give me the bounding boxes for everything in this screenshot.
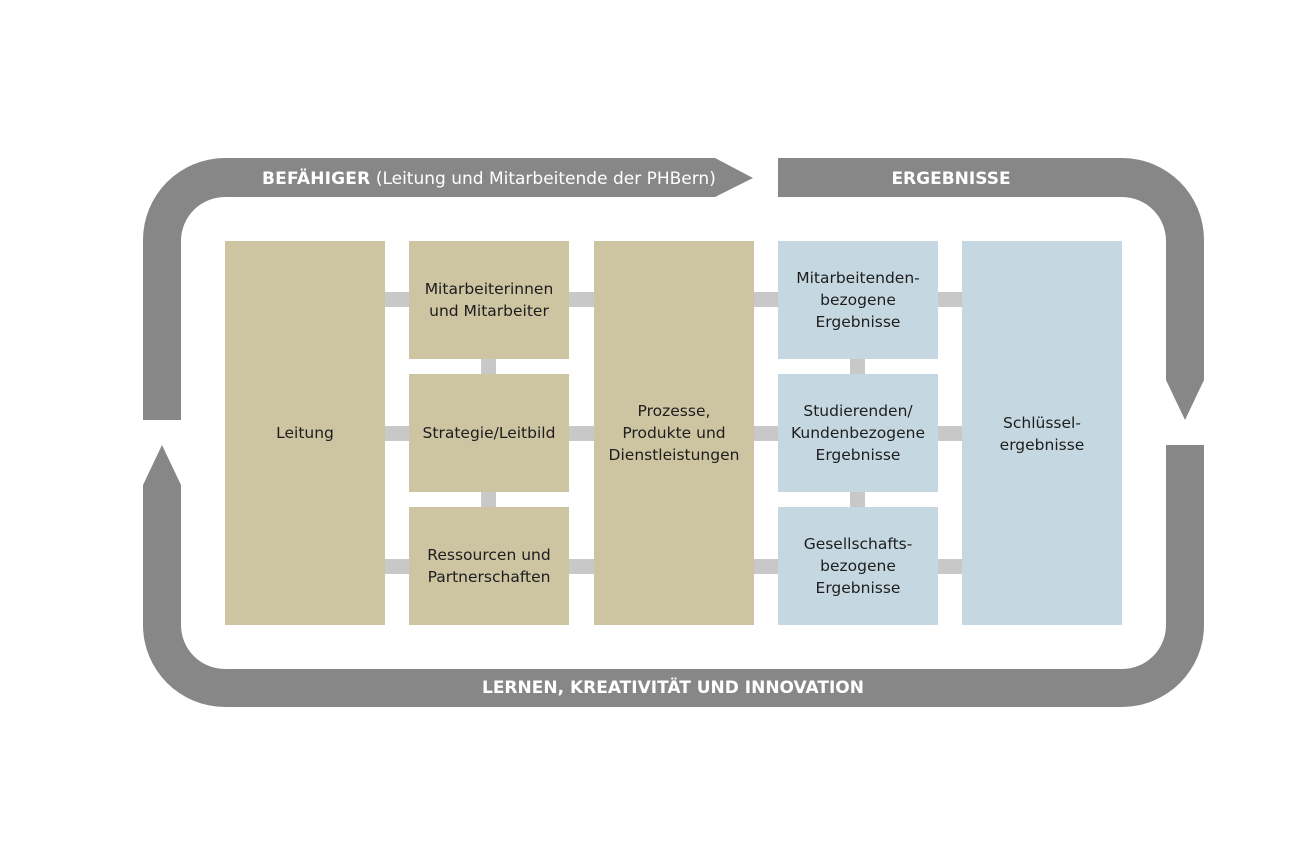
lernen-band bbox=[143, 445, 1204, 707]
box-gesellschaft-ergebnisse-label: Gesellschafts- bezogene Ergebnisse bbox=[803, 535, 913, 597]
box-ressourcen-label: Ressourcen und Partnerschaften bbox=[427, 546, 551, 586]
connector-strategie-ressourcen bbox=[481, 492, 496, 507]
connector-prozesse-mitarbeitenden-ergebnisse bbox=[754, 292, 778, 307]
connector-mitarbeitende-prozesse bbox=[569, 292, 594, 307]
befaehiger-title: BEFÄHIGER bbox=[262, 169, 371, 189]
box-gesellschaft-ergebnisse: Gesellschafts- bezogene Ergebnisse bbox=[778, 507, 938, 625]
box-strategie-label: Strategie/Leitbild bbox=[422, 424, 556, 442]
connector-mitarbeitende-strategie bbox=[481, 359, 496, 374]
befaehiger-subtitle: (Leitung und Mitarbeitende der PHBern) bbox=[375, 169, 716, 189]
box-mitarbeitenden-ergebnisse-label: Mitarbeitenden- bezogene Ergebnisse bbox=[796, 269, 920, 331]
befaehiger-label: BEFÄHIGER (Leitung und Mitarbeitende der… bbox=[262, 160, 716, 198]
box-mitarbeitenden-ergebnisse: Mitarbeitenden- bezogene Ergebnisse bbox=[778, 241, 938, 359]
connector-leitung-ressourcen bbox=[385, 559, 409, 574]
connector-strategie-prozesse bbox=[569, 426, 594, 441]
box-mitarbeitende-label: Mitarbeiterinnen und Mitarbeiter bbox=[424, 280, 554, 320]
connector-prozesse-gesellschaft-ergebnisse bbox=[754, 559, 778, 574]
connector-kunden-gesellschaft-ergebnisse bbox=[850, 492, 865, 507]
connector-mitarbeitenden-ergebnisse-schluessel bbox=[938, 292, 962, 307]
box-schluessel-ergebnisse: Schlüssel- ergebnisse bbox=[962, 241, 1122, 625]
connector-leitung-strategie bbox=[385, 426, 409, 441]
box-leitung-label: Leitung bbox=[276, 424, 334, 442]
connector-ressourcen-prozesse bbox=[569, 559, 594, 574]
box-prozesse-label: Prozesse, Produkte und Dienstleistungen bbox=[608, 402, 740, 464]
connector-leitung-mitarbeitende bbox=[385, 292, 409, 307]
box-leitung: Leitung bbox=[225, 241, 385, 625]
ergebnisse-arrow-band bbox=[778, 158, 1204, 420]
box-mitarbeitende: Mitarbeiterinnen und Mitarbeiter bbox=[409, 241, 569, 359]
connector-kunden-ergebnisse-schluessel bbox=[938, 426, 962, 441]
box-schluessel-ergebnisse-label: Schlüssel- ergebnisse bbox=[999, 414, 1085, 454]
connector-prozesse-kunden-ergebnisse bbox=[754, 426, 778, 441]
connector-mitarbeitenden-kunden-ergebnisse bbox=[850, 359, 865, 374]
box-prozesse: Prozesse, Produkte und Dienstleistungen bbox=[594, 241, 754, 625]
box-kunden-ergebnisse-label: Studierenden/ Kundenbezogene Ergebnisse bbox=[791, 402, 925, 464]
box-strategie: Strategie/Leitbild bbox=[409, 374, 569, 492]
box-kunden-ergebnisse: Studierenden/ Kundenbezogene Ergebnisse bbox=[778, 374, 938, 492]
lernen-title: LERNEN, KREATIVITÄT UND INNOVATION bbox=[481, 678, 864, 698]
box-ressourcen: Ressourcen und Partnerschaften bbox=[409, 507, 569, 625]
befaehiger-arrow-band bbox=[143, 158, 753, 420]
connector-gesellschaft-ergebnisse-schluessel bbox=[938, 559, 962, 574]
ergebnisse-title: ERGEBNISSE bbox=[891, 169, 1011, 189]
